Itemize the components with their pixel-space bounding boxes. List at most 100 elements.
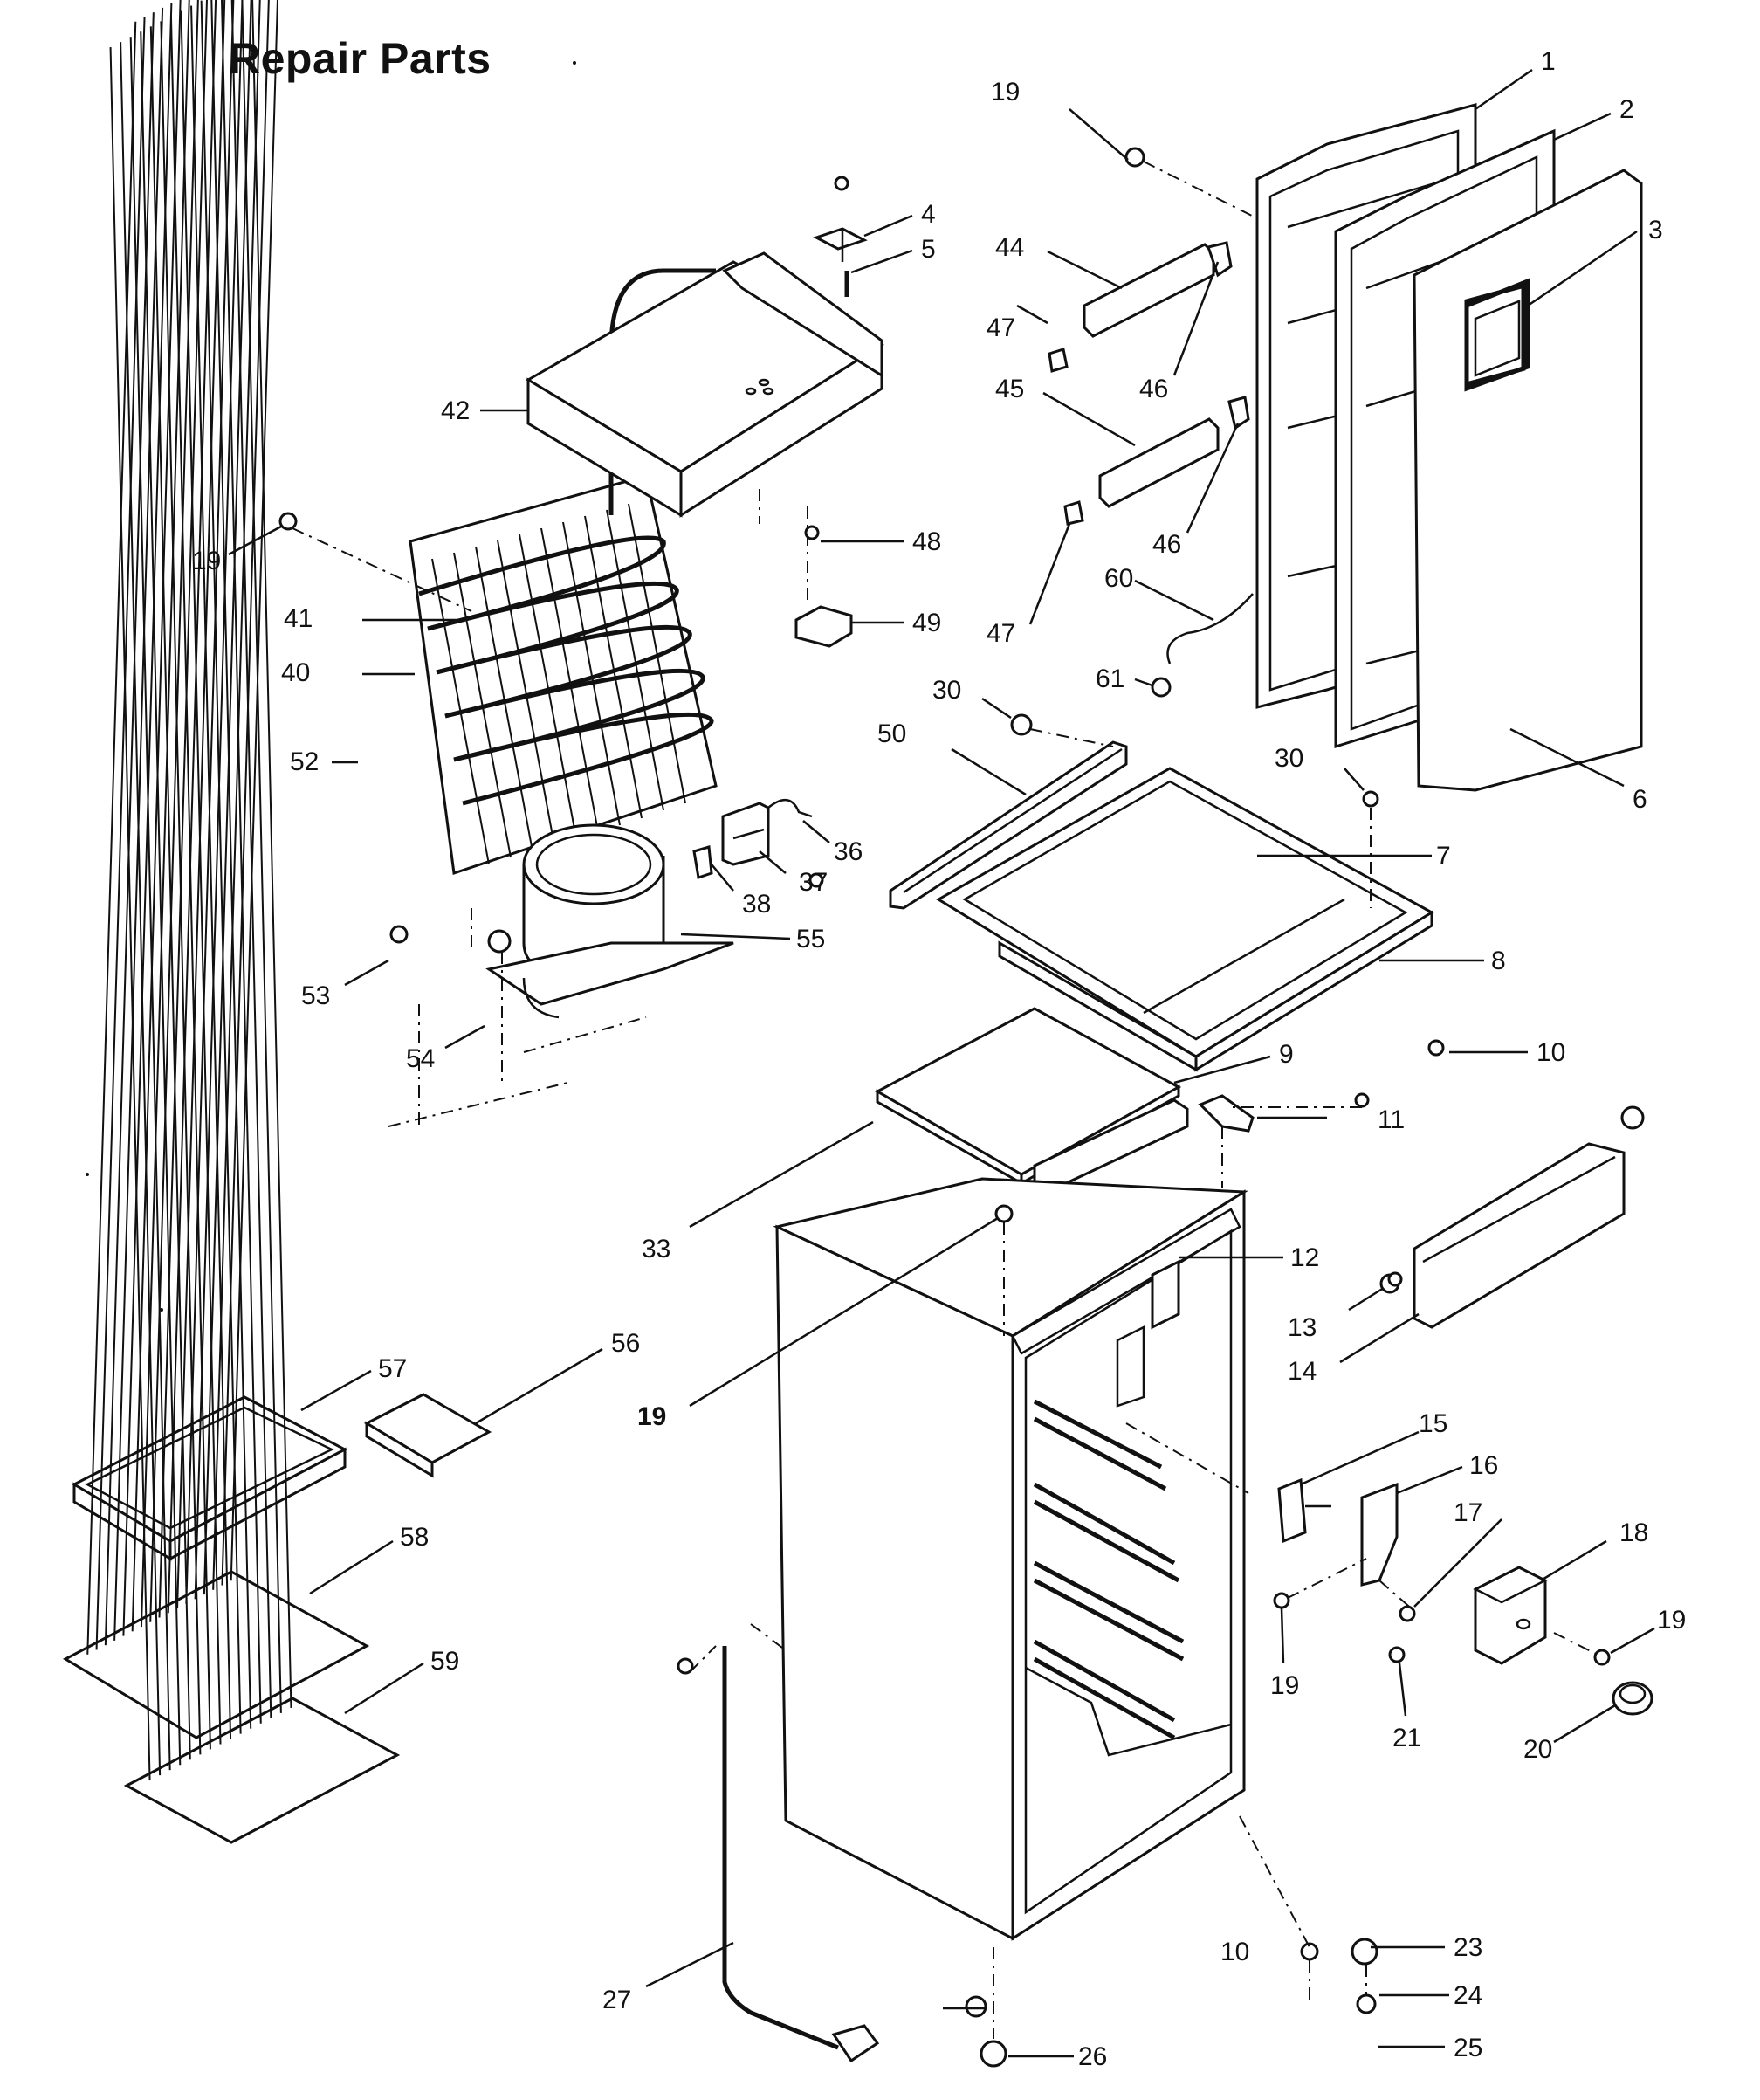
callout-19b: 19 [192,547,221,575]
callout-36: 36 [834,837,863,866]
rack-wire [230,0,272,1718]
callout-18: 18 [1619,1518,1648,1547]
rack-wire [210,0,252,1729]
evaporator-box-42 [526,251,884,518]
thermostat-housing-18 [1473,1566,1548,1665]
callout-59: 59 [430,1647,459,1676]
rack-wire [221,0,270,1586]
rack-wire [200,0,242,1734]
callout-12: 12 [1290,1243,1319,1272]
wire-36 [767,799,813,818]
callout-6: 6 [1633,785,1647,814]
callout-19c: 19 [637,1402,666,1431]
callout-47b: 47 [987,619,1015,648]
callout-13: 13 [1288,1313,1317,1342]
shelf-frame-8 [936,767,1434,1072]
callout-48: 48 [912,527,941,556]
callout-54: 54 [406,1044,435,1073]
callout-45: 45 [995,375,1024,403]
rack-wire [167,0,217,1614]
hinge-11 [1198,1094,1255,1133]
rack-wire [86,21,137,1655]
cabinet-12 [773,1177,1248,1941]
callout-37: 37 [799,868,828,897]
rack-wire [149,0,199,1622]
callout-50: 50 [877,720,906,748]
rail-50 [889,740,1128,910]
callout-58: 58 [400,1523,429,1552]
callout-20: 20 [1523,1735,1552,1764]
ice-tray-56 [363,1393,492,1478]
rack-wire [185,0,235,1604]
spring-4 [813,227,868,262]
callout-46b: 46 [1152,530,1181,559]
callout-56: 56 [611,1329,640,1358]
callout-5: 5 [921,235,936,264]
callout-44: 44 [995,233,1024,262]
alignment-lines [292,161,1598,2039]
overload-38 [692,845,713,879]
control-15 [1277,1477,1331,1544]
callout-60: 60 [1104,564,1133,593]
callout-47a: 47 [987,313,1015,342]
callout-33: 33 [642,1235,670,1263]
stray-dot [160,1308,163,1312]
callout-16: 16 [1469,1451,1498,1480]
callout-10b: 10 [1220,1938,1249,1966]
rack-wire [149,26,191,1760]
callout-25: 25 [1454,2034,1482,2062]
callout-40: 40 [281,658,310,687]
callout-11: 11 [1378,1105,1405,1134]
rack-wire [169,16,211,1750]
callout-61: 61 [1096,664,1124,693]
page-title: Repair Parts [229,34,492,83]
callout-30a: 30 [932,676,961,705]
compressor-55 [485,823,734,1019]
rack-wire [160,21,202,1755]
callout-24: 24 [1454,1981,1482,2010]
callout-57: 57 [378,1354,407,1383]
callout-7: 7 [1436,842,1451,871]
rack-wire [122,3,173,1636]
callouts: 1 2 3 4 5 6 7 8 9 10 10 10 11 12 [192,47,1686,2071]
callout-14: 14 [1288,1357,1317,1386]
rack-wire [120,42,162,1776]
rack-wire [251,0,292,1708]
callout-38: 38 [742,890,771,919]
callout-19d: 19 [1270,1671,1299,1700]
rack-wire [190,5,232,1739]
door-shelf-14 [1413,1142,1626,1329]
rack-wire [129,37,171,1771]
rack-wire [203,0,252,1595]
callout-26: 26 [1078,2042,1107,2071]
callout-49: 49 [912,609,941,637]
rack-59 [109,0,401,1844]
door-panel-6 [1413,169,1643,792]
callout-15: 15 [1419,1409,1447,1438]
stray-dot [573,61,576,65]
rack-wire [221,0,262,1724]
fasteners [278,147,1645,2068]
callout-23: 23 [1454,1933,1482,1962]
rack-wire [180,10,222,1745]
relay-37 [721,802,770,866]
callout-30b: 30 [1275,744,1303,773]
callout-2: 2 [1619,95,1634,124]
rack-58 [62,0,370,1739]
bracket-16 [1360,1482,1399,1587]
callout-19e: 19 [1657,1606,1686,1635]
callout-55: 55 [796,925,825,954]
callout-19a: 19 [991,78,1020,107]
callout-27: 27 [602,1986,631,2014]
rack-wire [140,31,182,1766]
caps-46-47 [1048,241,1250,526]
callout-41: 41 [284,604,313,633]
callout-42: 42 [441,396,470,425]
callout-9: 9 [1279,1040,1294,1069]
callout-46a: 46 [1139,375,1168,403]
callout-21: 21 [1392,1724,1421,1752]
power-cord-27 [722,1646,880,2063]
callout-3: 3 [1648,216,1663,244]
